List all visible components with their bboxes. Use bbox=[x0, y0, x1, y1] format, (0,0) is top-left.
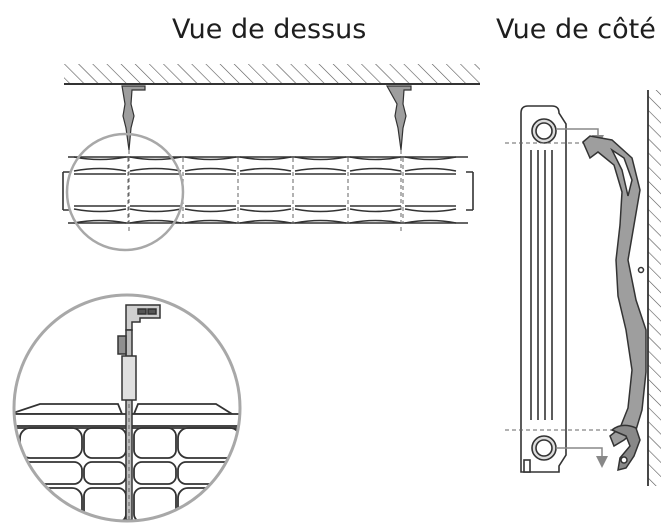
wall-hatch-side bbox=[647, 90, 661, 486]
radiator-section-edge bbox=[184, 167, 237, 172]
radiator-section-edge bbox=[239, 156, 292, 161]
radiator-section-edge bbox=[239, 208, 292, 213]
radiator-section-edge bbox=[73, 208, 127, 213]
radiator-section-edge bbox=[294, 208, 347, 213]
radiator-section-edge bbox=[404, 156, 457, 161]
radiator-section-edge bbox=[239, 167, 292, 172]
top-view-label: Vue de dessus bbox=[172, 14, 367, 45]
side-wall-bracket bbox=[582, 135, 647, 472]
radiator-top-view bbox=[62, 156, 474, 224]
radiator-section-edge bbox=[349, 208, 402, 213]
radiator-section-edge bbox=[294, 167, 347, 172]
radiator-section-edge bbox=[404, 167, 457, 172]
radiator-section-edge bbox=[404, 219, 457, 224]
detail-zoom-view bbox=[12, 293, 242, 523]
radiator-section-edge bbox=[404, 208, 457, 213]
radiator-section-edge bbox=[184, 208, 237, 213]
radiator-section-edge bbox=[294, 219, 347, 224]
side-view-label: Vue de côté bbox=[496, 14, 656, 45]
radiator-section-edge bbox=[349, 167, 402, 172]
radiator-section-edge bbox=[184, 219, 237, 224]
radiator-section-edge bbox=[349, 219, 402, 224]
radiator-section-edge bbox=[129, 219, 182, 224]
bracket-right-top bbox=[385, 85, 412, 151]
radiator-section-edge bbox=[239, 219, 292, 224]
section-dash-lines bbox=[127, 150, 404, 232]
radiator-side-view bbox=[520, 105, 567, 473]
radiator-section-edge bbox=[129, 156, 182, 161]
bracket-left-top bbox=[121, 85, 146, 151]
radiator-section-edge bbox=[73, 219, 127, 224]
mount-arrow-bottom bbox=[556, 447, 608, 468]
radiator-section-edge bbox=[294, 156, 347, 161]
radiator-section-edge bbox=[349, 156, 402, 161]
detail-marker-circle bbox=[65, 132, 185, 252]
radiator-section-edge bbox=[129, 167, 182, 172]
radiator-section-edge bbox=[129, 208, 182, 213]
radiator-section-edge bbox=[73, 167, 127, 172]
radiator-section-edge bbox=[184, 156, 237, 161]
wall-hatch-top bbox=[64, 64, 480, 85]
